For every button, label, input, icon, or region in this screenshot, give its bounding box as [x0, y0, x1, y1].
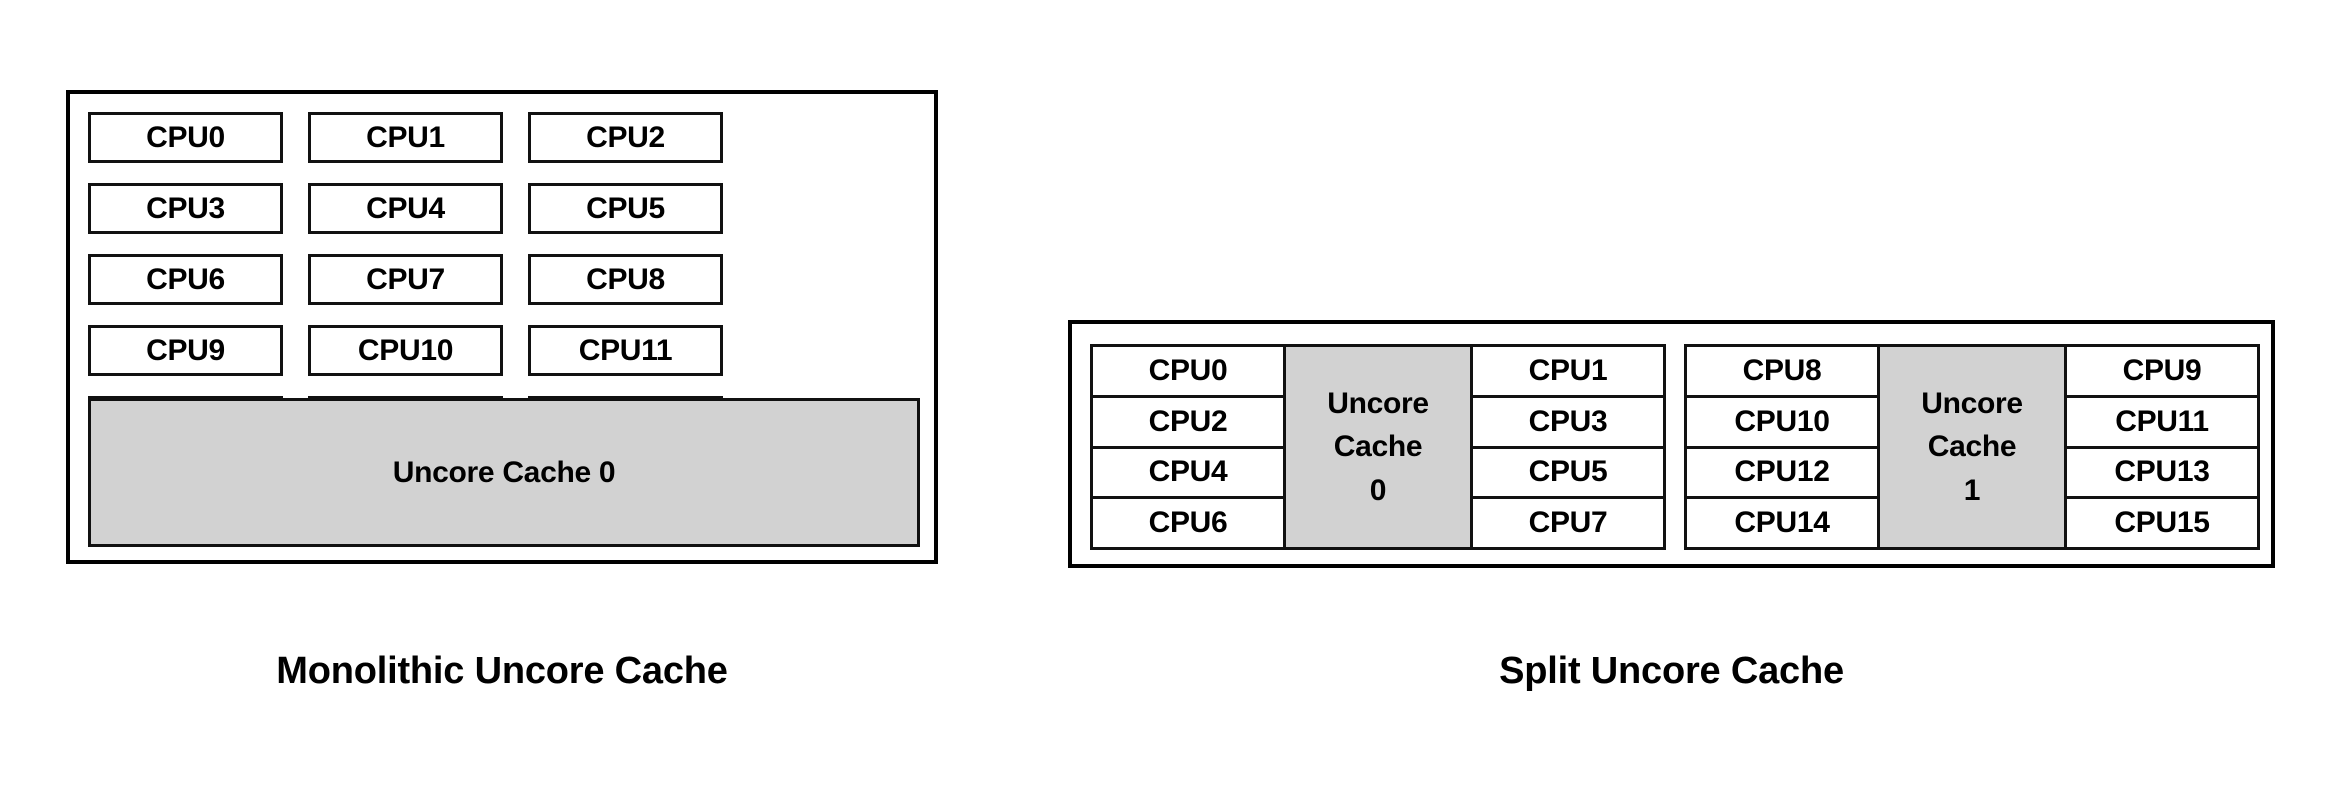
cpu-box: CPU8: [528, 254, 723, 305]
cpu-box: CPU5: [528, 183, 723, 234]
split-groups-container: CPU0 CPU2 CPU4 CPU6 Uncore Cache 0 CPU1 …: [1090, 344, 2260, 550]
cpu-box: CPU8: [1687, 347, 1877, 398]
uncore-cache-block: Uncore Cache 0: [88, 398, 920, 547]
cpu-box: CPU12: [1687, 448, 1877, 500]
cpu-box: CPU6: [1093, 499, 1283, 547]
split-cpu-column-right: CPU1 CPU3 CPU5 CPU7: [1473, 347, 1663, 547]
uncore-cache-line-2: Cache: [1927, 430, 2017, 464]
cpu-box: CPU2: [528, 112, 723, 163]
uncore-cache-line-3: 0: [1369, 473, 1387, 507]
cpu-box: CPU11: [2067, 397, 2257, 449]
cpu-box: CPU6: [88, 254, 283, 305]
cpu-box: CPU9: [88, 325, 283, 376]
split-cpu-column-left: CPU8 CPU10 CPU12 CPU14: [1687, 347, 1877, 547]
cpu-box: CPU2: [1093, 397, 1283, 449]
split-cpu-column-right: CPU9 CPU11 CPU13 CPU15: [2067, 347, 2257, 547]
cpu-box: CPU5: [1473, 448, 1663, 500]
cpu-box: CPU14: [1687, 499, 1877, 547]
cpu-box: CPU4: [1093, 448, 1283, 500]
cpu-box: CPU3: [88, 183, 283, 234]
cpu-box: CPU3: [1473, 397, 1663, 449]
cpu-box: CPU9: [2067, 347, 2257, 398]
cpu-box: CPU11: [528, 325, 723, 376]
split-group: CPU8 CPU10 CPU12 CPU14 Uncore Cache 1 CP…: [1684, 344, 2260, 550]
cpu-box: CPU1: [1473, 347, 1663, 398]
cpu-box: CPU0: [1093, 347, 1283, 398]
uncore-cache-line-2: Cache: [1333, 430, 1423, 464]
cpu-box: CPU7: [308, 254, 503, 305]
uncore-cache-block: Uncore Cache 1: [1877, 347, 2067, 547]
uncore-cache-line-1: Uncore: [1327, 386, 1429, 420]
uncore-cache-block: Uncore Cache 0: [1283, 347, 1473, 547]
monolithic-caption: Monolithic Uncore Cache: [276, 650, 728, 692]
uncore-cache-line-3: 1: [1963, 473, 1981, 507]
split-uncore-cache-diagram: CPU0 CPU2 CPU4 CPU6 Uncore Cache 0 CPU1 …: [1068, 320, 2275, 568]
cpu-box: CPU0: [88, 112, 283, 163]
split-caption: Split Uncore Cache: [1499, 650, 1844, 692]
split-group: CPU0 CPU2 CPU4 CPU6 Uncore Cache 0 CPU1 …: [1090, 344, 1666, 550]
monolithic-uncore-cache-diagram: CPU0 CPU1 CPU2 CPU3 CPU4 CPU5 CPU6 CPU7 …: [66, 90, 938, 564]
split-cpu-column-left: CPU0 CPU2 CPU4 CPU6: [1093, 347, 1283, 547]
cpu-box: CPU13: [2067, 448, 2257, 500]
cpu-box: CPU10: [1687, 397, 1877, 449]
cpu-box: CPU7: [1473, 499, 1663, 547]
cpu-box: CPU10: [308, 325, 503, 376]
uncore-cache-line-1: Uncore: [1921, 386, 2023, 420]
cpu-box: CPU15: [2067, 499, 2257, 547]
cpu-box: CPU4: [308, 183, 503, 234]
cpu-box: CPU1: [308, 112, 503, 163]
